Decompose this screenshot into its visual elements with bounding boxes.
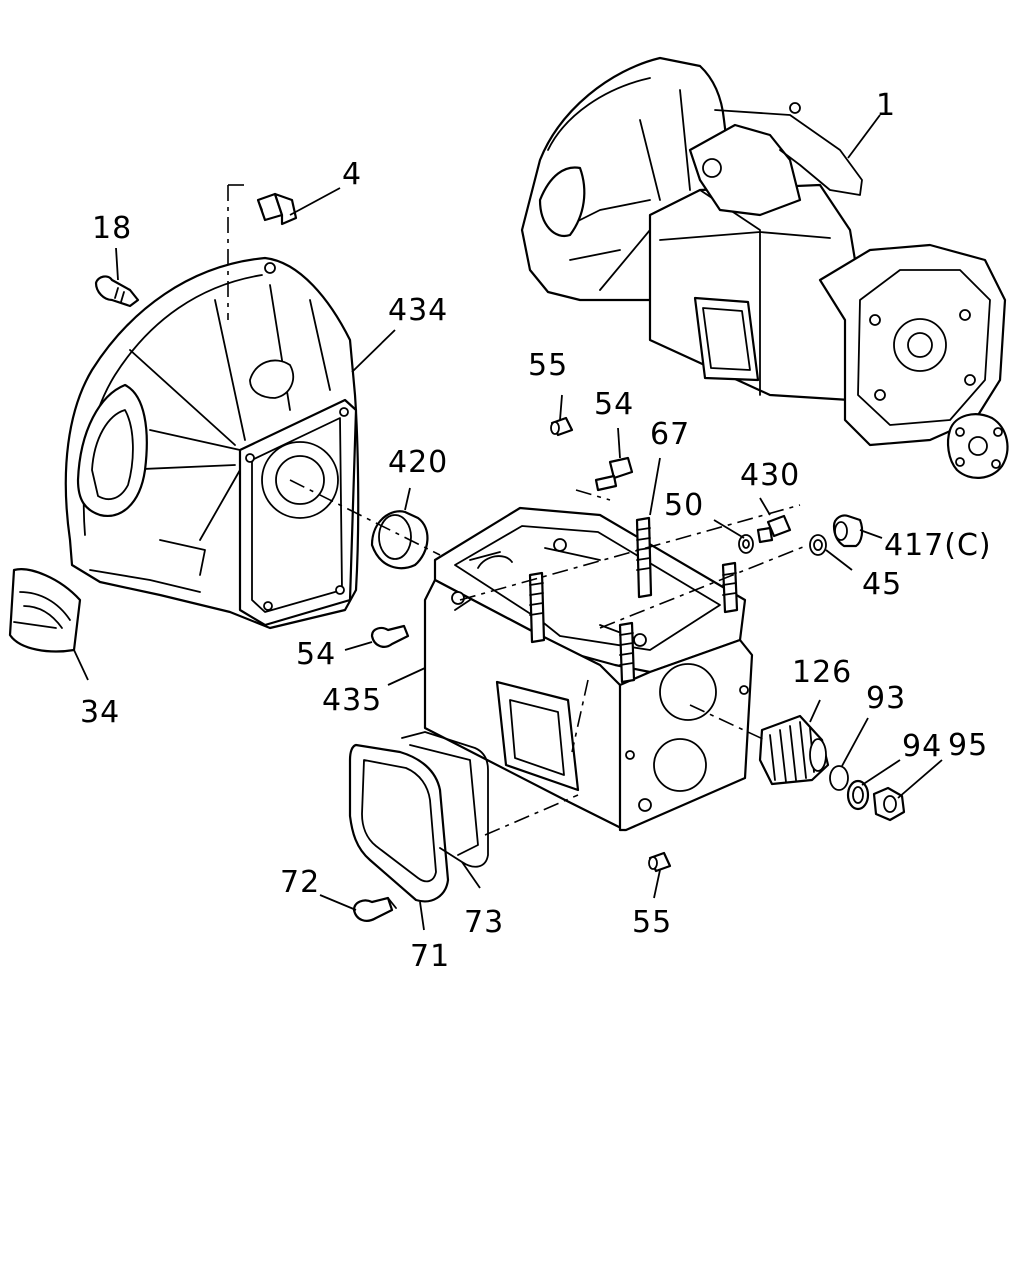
gear-case [423,506,754,832]
callout-55-top: 55 [528,348,568,383]
callout-435: 435 [322,683,382,718]
callout-34: 34 [80,695,120,730]
boot-34 [8,568,82,653]
washer-45 [809,534,827,556]
callout-71: 71 [410,939,450,974]
studs [528,516,739,684]
gear-126 [758,714,830,786]
callout-45: 45 [862,567,902,602]
callout-4: 4 [342,157,362,192]
callout-417c: 417(C) [884,528,992,563]
transmission-assembly [520,56,1009,479]
plug-54-left [370,624,410,648]
callout-430: 430 [740,458,800,493]
callout-434: 434 [388,293,448,328]
callout-126: 126 [792,655,852,690]
clutch-housing [64,256,360,630]
plug-54-top [594,456,634,492]
callout-54-left: 54 [296,637,336,672]
callout-1: 1 [876,88,896,123]
ring-93 [829,765,849,791]
leader-lines [73,114,943,931]
callout-72: 72 [280,865,320,900]
plug-18 [94,275,140,308]
callout-73: 73 [464,905,504,940]
callout-95: 95 [948,728,988,763]
plug-417c [832,514,864,548]
callout-54-top: 54 [594,387,634,422]
bolt-72 [352,896,397,922]
callout-55-bottom: 55 [632,905,672,940]
cover-71 [348,743,450,903]
washer-50 [738,534,754,554]
callout-18: 18 [92,211,132,246]
dowel-55-top [550,416,574,437]
callout-50: 50 [664,488,704,523]
callout-420: 420 [388,445,448,480]
callout-94: 94 [902,729,942,764]
dowel-55-bottom [648,851,672,873]
oil-seal-420 [370,510,429,570]
callout-labels: 1 4 18 434 55 54 67 420 430 50 417(C) 45… [80,88,992,974]
callout-67: 67 [650,417,690,452]
bolt-4 [256,192,298,226]
plug-430 [756,514,792,544]
washer-94 [846,779,870,811]
nut-95 [872,786,906,822]
callout-93: 93 [866,681,906,716]
gasket-73 [401,731,489,868]
assembly-lines [227,184,809,836]
